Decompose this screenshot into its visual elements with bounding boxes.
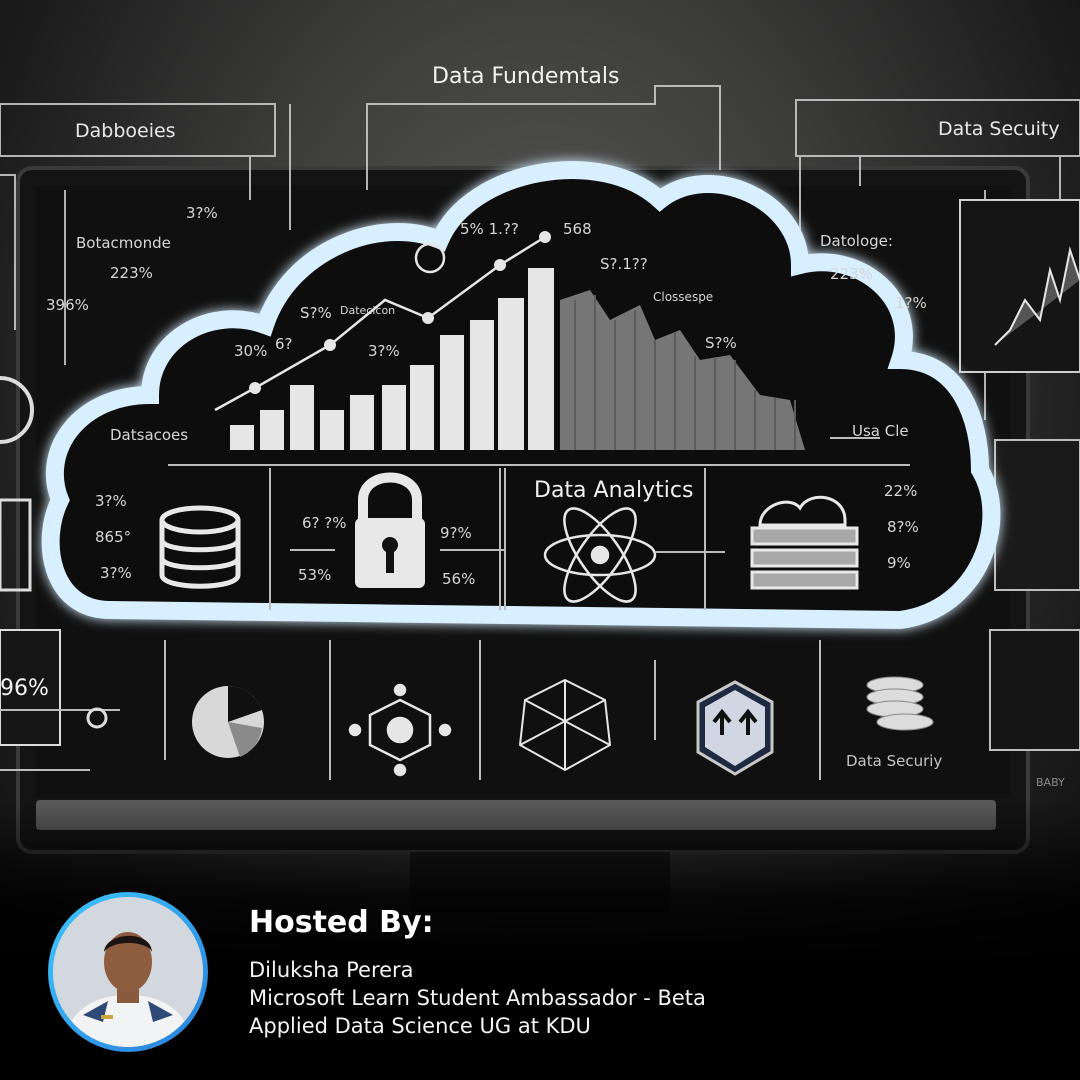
pct-r-2: 8?% — [887, 518, 919, 536]
pct-left-2: 223% — [110, 264, 153, 282]
pct-right-2: 1?% — [895, 294, 927, 312]
pct-left-5: 6? — [275, 335, 293, 353]
coins-stack-icon — [866, 676, 934, 731]
right-mini-panel-3 — [989, 629, 1080, 751]
pct-c1: S?% — [300, 304, 332, 322]
label-partial-right: BABY — [1036, 776, 1065, 789]
database-icon — [159, 505, 241, 589]
pct-c4: 3?% — [368, 342, 400, 360]
label-small-cloud: Datecicon — [340, 304, 396, 317]
pct-db-1: 3?% — [95, 492, 127, 510]
network-atom-icon — [543, 507, 657, 603]
cloud-striped-area — [560, 290, 805, 450]
label-usa-cle: Usa Cle — [852, 422, 909, 440]
host-avatar — [48, 892, 208, 1052]
pct-c6: S?% — [705, 334, 737, 352]
node-graph-icon — [348, 683, 452, 777]
cloud-bar-chart — [230, 268, 554, 450]
pct-r-1: 22% — [884, 482, 918, 500]
pct-db-2: 865° — [95, 528, 132, 546]
pct-r-3: 9% — [887, 554, 911, 572]
left-edge-circle-icon — [0, 376, 34, 444]
label-right-name: Datologe: — [820, 232, 893, 250]
pct-c2: 5% 1.?? — [460, 220, 519, 238]
right-mini-chart-frame — [959, 199, 1080, 373]
pct-left-4: 30% — [234, 342, 268, 360]
cloud-node-open — [414, 242, 446, 274]
label-data-analytics: Data Analytics — [534, 478, 694, 503]
pct-lock-4: 56% — [442, 570, 476, 588]
cloud-trend-points — [249, 231, 551, 394]
pct-left-3: 396% — [46, 296, 89, 314]
label-data-fundamentals: Data Fundemtals — [432, 64, 620, 89]
pct-left-1: 3?% — [186, 204, 218, 222]
top-circuit-lines — [0, 85, 1080, 420]
right-mini-chart-line — [994, 246, 1080, 346]
pie-chart-icon — [192, 685, 264, 758]
hosted-by-heading: Hosted By: — [249, 905, 434, 940]
label-data-security-bottom: Data Securiy — [846, 752, 943, 770]
hexagon-upload-icon — [696, 680, 774, 776]
pct-c3: 568 — [563, 220, 592, 238]
pct-right-1: 223% — [830, 265, 873, 283]
host-role: Microsoft Learn Student Ambassador - Bet… — [249, 986, 706, 1010]
right-mini-panel-2 — [994, 439, 1080, 591]
lock-icon — [355, 472, 425, 588]
cloud-server-icon — [750, 495, 859, 590]
pct-lock-2: 53% — [298, 566, 332, 584]
label-classpage: Clossespe — [653, 290, 714, 304]
label-databoxes: Dabboeies — [75, 120, 176, 142]
pct-far-left: 96% — [0, 676, 49, 701]
polyhedron-icon — [518, 678, 612, 772]
pct-db-3: 3?% — [100, 564, 132, 582]
host-portrait — [53, 897, 203, 1047]
small-ring-icon — [86, 707, 108, 729]
pct-lock-3: 9?% — [440, 524, 472, 542]
host-study: Applied Data Science UG at KDU — [249, 1014, 591, 1038]
label-data-security-top: Data Secuity — [938, 118, 1060, 140]
label-datasources: Datsacoes — [110, 426, 189, 444]
pct-c5: S?.1?? — [600, 255, 648, 273]
host-name: Diluksha Perera — [249, 958, 414, 982]
pct-lock-1: 6? ?% — [302, 514, 347, 532]
label-left-name: Botacmonde — [76, 234, 171, 252]
left-edge-panel — [0, 498, 32, 592]
left-edge-panel-2 — [0, 629, 61, 746]
